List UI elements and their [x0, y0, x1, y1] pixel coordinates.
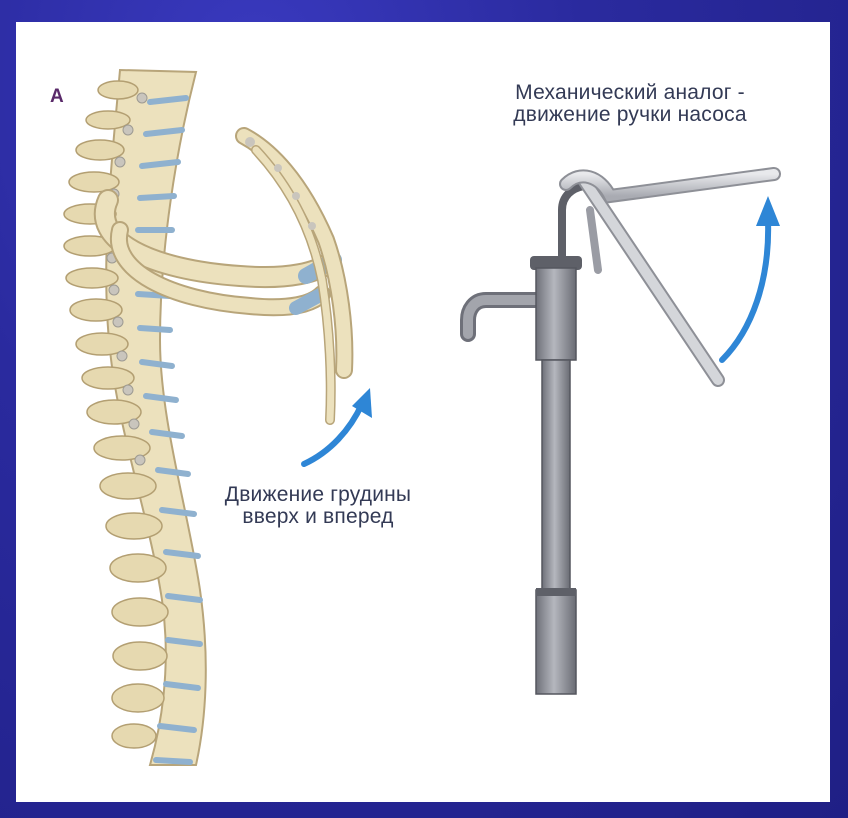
sternum-caption-line-1: Движение грудины: [198, 484, 438, 506]
curved-arrow-icon: [304, 388, 372, 464]
hand-pump-illustration: [468, 174, 774, 694]
sternum-caption-line-2: вверх и вперед: [198, 506, 438, 528]
sternum-caption: Движение грудины вверх и вперед: [198, 484, 438, 528]
curved-arrow-icon: [722, 196, 780, 360]
pump-caption-line-2: движение ручки насоса: [480, 104, 780, 126]
pump-caption: Механический аналог - движение ручки нас…: [480, 82, 780, 126]
pump-caption-line-1: Механический аналог -: [480, 82, 780, 104]
spine-illustration: [64, 70, 206, 765]
